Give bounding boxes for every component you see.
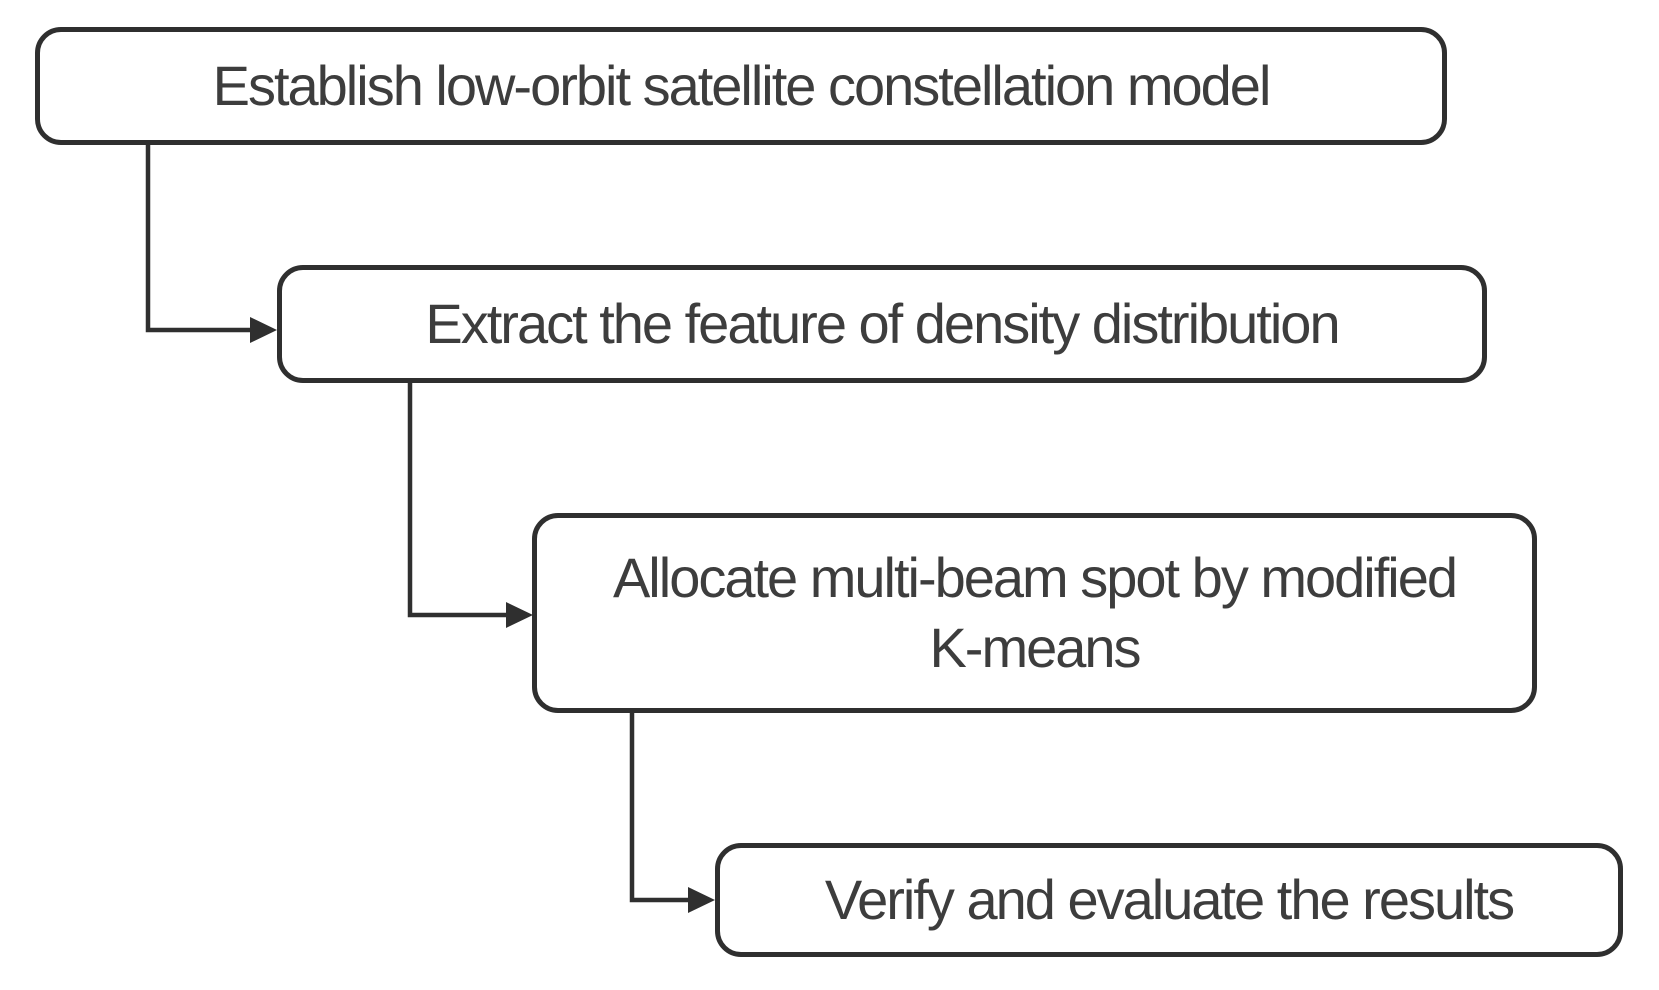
node-label: Verify and evaluate the results <box>824 868 1515 931</box>
connector-node3-to-node4 <box>629 713 715 913</box>
connector-line <box>629 713 690 903</box>
node-label: Allocate multi-beam spot by modified K-m… <box>612 546 1458 679</box>
flowchart-node-extract-feature: Extract the feature of density distribut… <box>277 265 1487 383</box>
connector-line <box>145 145 252 333</box>
node-label: Establish low-orbit satellite constellat… <box>212 54 1272 117</box>
connector-line <box>407 383 508 618</box>
arrowhead-icon <box>506 602 533 628</box>
flowchart-node-establish-model: Establish low-orbit satellite constellat… <box>35 27 1447 145</box>
arrowhead-icon <box>688 887 715 913</box>
connector-node2-to-node3 <box>407 383 533 628</box>
flowchart-node-verify-evaluate: Verify and evaluate the results <box>715 843 1623 957</box>
arrowhead-icon <box>250 317 277 343</box>
node-label: Extract the feature of density distribut… <box>425 292 1340 355</box>
connector-node1-to-node2 <box>145 145 277 343</box>
flowchart-node-allocate-beam-spot: Allocate multi-beam spot by modified K-m… <box>532 513 1537 713</box>
